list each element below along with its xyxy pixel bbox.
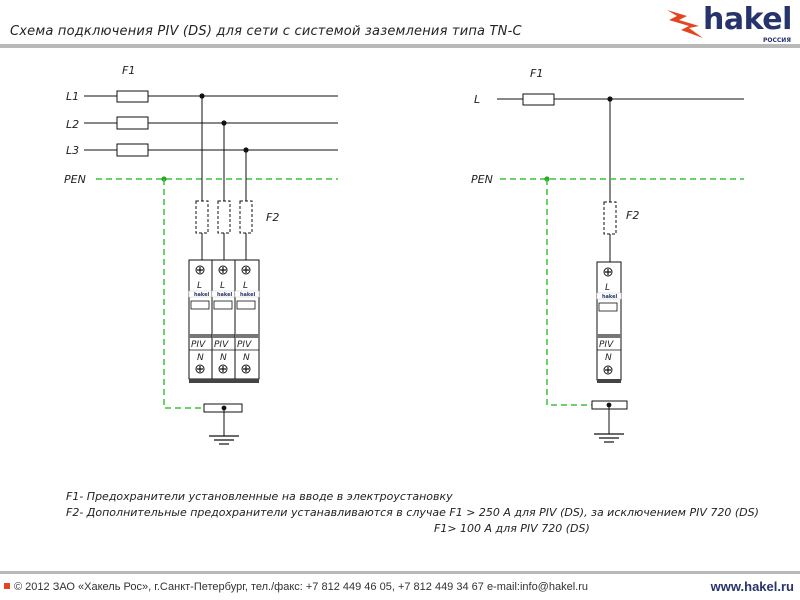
fuse-f1-l2 bbox=[116, 116, 149, 130]
footer-copyright-text: © 2012 ЗАО «Хакель Рос», г.Санкт-Петербу… bbox=[14, 581, 588, 593]
footer-divider bbox=[0, 571, 800, 574]
right-f1-label: F1 bbox=[530, 67, 543, 80]
fuse-f1-l bbox=[522, 93, 555, 106]
logo-subtitle: РОССИЯ bbox=[763, 37, 791, 44]
din-rail-left bbox=[189, 379, 259, 383]
svg-text:hakel: hakel bbox=[217, 292, 233, 298]
svg-text:L: L bbox=[605, 283, 610, 293]
pen-drop-left bbox=[163, 179, 204, 409]
label-l2: L2 bbox=[66, 118, 79, 131]
svg-text:L: L bbox=[197, 281, 202, 291]
fuse-f1-l1 bbox=[116, 90, 149, 103]
svg-text:PIV: PIV bbox=[599, 340, 614, 350]
logo-wordmark: hakel bbox=[703, 2, 792, 37]
right-diagram: F1 L PEN F2 L hakel PIV N bbox=[471, 67, 744, 443]
right-f2-label: F2 bbox=[626, 209, 639, 222]
fuse-f2-l2 bbox=[217, 200, 231, 234]
fuse-f1-l3 bbox=[116, 143, 149, 157]
svg-text:L: L bbox=[220, 281, 225, 291]
din-rail-right bbox=[597, 379, 621, 383]
svg-text:hakel: hakel bbox=[240, 292, 256, 298]
note-f1: F1- Предохранители установленные на ввод… bbox=[66, 490, 453, 503]
svg-text:N: N bbox=[243, 353, 250, 363]
footer-website[interactable]: www.hakel.ru bbox=[710, 579, 794, 594]
svg-text:hakel: hakel bbox=[602, 294, 618, 300]
note-f2-continuation: F1> 100 A для PIV 720 (DS) bbox=[434, 522, 590, 535]
spd-module-single: L hakel PIV N bbox=[596, 261, 622, 381]
label-l: L bbox=[474, 93, 480, 106]
left-diagram: F1 L1 L2 L3 PEN bbox=[64, 64, 338, 445]
svg-text:N: N bbox=[605, 353, 612, 363]
label-l3: L3 bbox=[66, 144, 79, 157]
lightning-icon bbox=[667, 10, 703, 38]
spd-module-3: L hakel PIV N bbox=[234, 259, 260, 380]
left-f2-label: F2 bbox=[266, 211, 279, 224]
hakel-logo: hakel РОССИЯ bbox=[665, 2, 795, 46]
page-title: Схема подключения PIV (DS) для сети с си… bbox=[10, 24, 522, 39]
spd-module-1: L hakel PIV N bbox=[188, 259, 214, 380]
fuse-f2-l1 bbox=[195, 200, 209, 234]
pen-drop-right bbox=[546, 179, 592, 406]
svg-text:PIV: PIV bbox=[214, 340, 229, 350]
svg-text:N: N bbox=[220, 353, 227, 363]
spd-module-2: L hakel PIV N bbox=[211, 259, 237, 380]
fuse-f2-l bbox=[603, 201, 617, 235]
note-f2: F2- Дополнительные предохранители устана… bbox=[66, 506, 759, 519]
right-pen-label: PEN bbox=[471, 173, 493, 186]
wiring-diagram: F1 L1 L2 L3 PEN bbox=[64, 64, 744, 445]
svg-text:N: N bbox=[197, 353, 204, 363]
svg-text:hakel: hakel bbox=[194, 292, 210, 298]
svg-text:L: L bbox=[243, 281, 248, 291]
header-divider bbox=[0, 44, 800, 48]
footer-copyright: © 2012 ЗАО «Хакель Рос», г.Санкт-Петербу… bbox=[4, 581, 588, 593]
ground-symbol-right bbox=[594, 433, 624, 443]
bullet-square-icon bbox=[4, 583, 10, 589]
svg-text:PIV: PIV bbox=[191, 340, 206, 350]
label-l1: L1 bbox=[66, 90, 79, 103]
svg-text:PIV: PIV bbox=[237, 340, 252, 350]
fuse-f2-l3 bbox=[239, 200, 253, 234]
left-f1-label: F1 bbox=[122, 64, 135, 77]
left-pen-label: PEN bbox=[64, 173, 86, 186]
ground-symbol-left bbox=[209, 435, 239, 445]
